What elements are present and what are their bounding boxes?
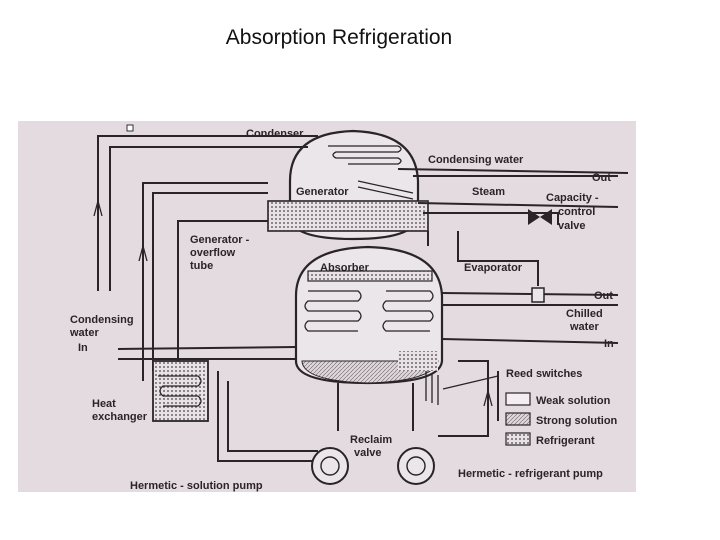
label-condensing-left-1: Condensing	[70, 314, 134, 326]
legend: Weak solution Strong solution Refrigeran…	[505, 392, 618, 447]
pipes	[93, 135, 629, 462]
upper-vessel	[267, 129, 429, 241]
label-in-right: In	[604, 338, 614, 350]
reed-switch-pointer	[442, 375, 499, 390]
control-valve-symbol	[528, 209, 552, 225]
refrigerant-pump	[397, 447, 435, 485]
label-chilled-2: water	[569, 321, 599, 333]
label-generator: Generator	[296, 186, 349, 198]
label-reclaim-2: valve	[354, 447, 382, 459]
label-solution-pump: Hermetic - solution pump	[130, 480, 263, 492]
label-gen-overflow-3: tube	[190, 260, 213, 272]
label-evaporator: Evaporator	[464, 262, 523, 274]
label-out-mid: Out	[594, 290, 613, 302]
label-in-left: In	[78, 342, 88, 354]
heat-exchanger	[152, 360, 209, 422]
label-condenser: Condenser	[246, 128, 304, 140]
lower-vessel	[294, 245, 444, 385]
diagram-photo: Condenser Condensing water Out Generator…	[18, 121, 636, 492]
label-condensing-water-top: Condensing water	[428, 154, 524, 166]
marker-square	[126, 124, 134, 132]
label-steam: Steam	[472, 186, 505, 198]
label-chilled-1: Chilled	[566, 308, 603, 320]
label-condensing-left-2: water	[69, 327, 99, 339]
legend-label-refrigerant: Refrigerant	[536, 435, 595, 447]
label-refrigerant-pump: Hermetic - refrigerant pump	[458, 468, 603, 480]
label-absorber: Absorber	[320, 262, 370, 274]
label-reclaim-1: Reclaim	[350, 434, 392, 446]
absorption-diagram: Condenser Condensing water Out Generator…	[69, 124, 629, 492]
solution-pump	[311, 447, 349, 485]
legend-label-strong: Strong solution	[536, 415, 618, 427]
label-gen-overflow-2: overflow	[190, 247, 236, 259]
legend-swatch-weak	[505, 392, 531, 406]
diagram-labels: Condenser Condensing water Out Generator…	[69, 128, 614, 492]
legend-swatch-refrigerant	[505, 432, 531, 446]
label-out-top: Out	[592, 172, 611, 184]
label-heat-exchanger-2: exchanger	[92, 411, 148, 423]
label-capacity-control-3: valve	[558, 220, 586, 232]
label-gen-overflow-1: Generator -	[190, 234, 250, 246]
reed-switch-lines	[425, 371, 439, 405]
legend-swatch-strong	[505, 412, 531, 426]
sensor-box	[531, 287, 545, 303]
label-capacity-control-2: control	[558, 206, 595, 218]
generator-tubes	[267, 200, 429, 232]
label-capacity-control-1: Capacity -	[546, 192, 599, 204]
legend-label-weak: Weak solution	[536, 395, 611, 407]
slide-title: Absorption Refrigeration	[225, 26, 453, 49]
label-heat-exchanger-1: Heat	[92, 398, 116, 410]
label-reed-switches: Reed switches	[506, 368, 582, 380]
